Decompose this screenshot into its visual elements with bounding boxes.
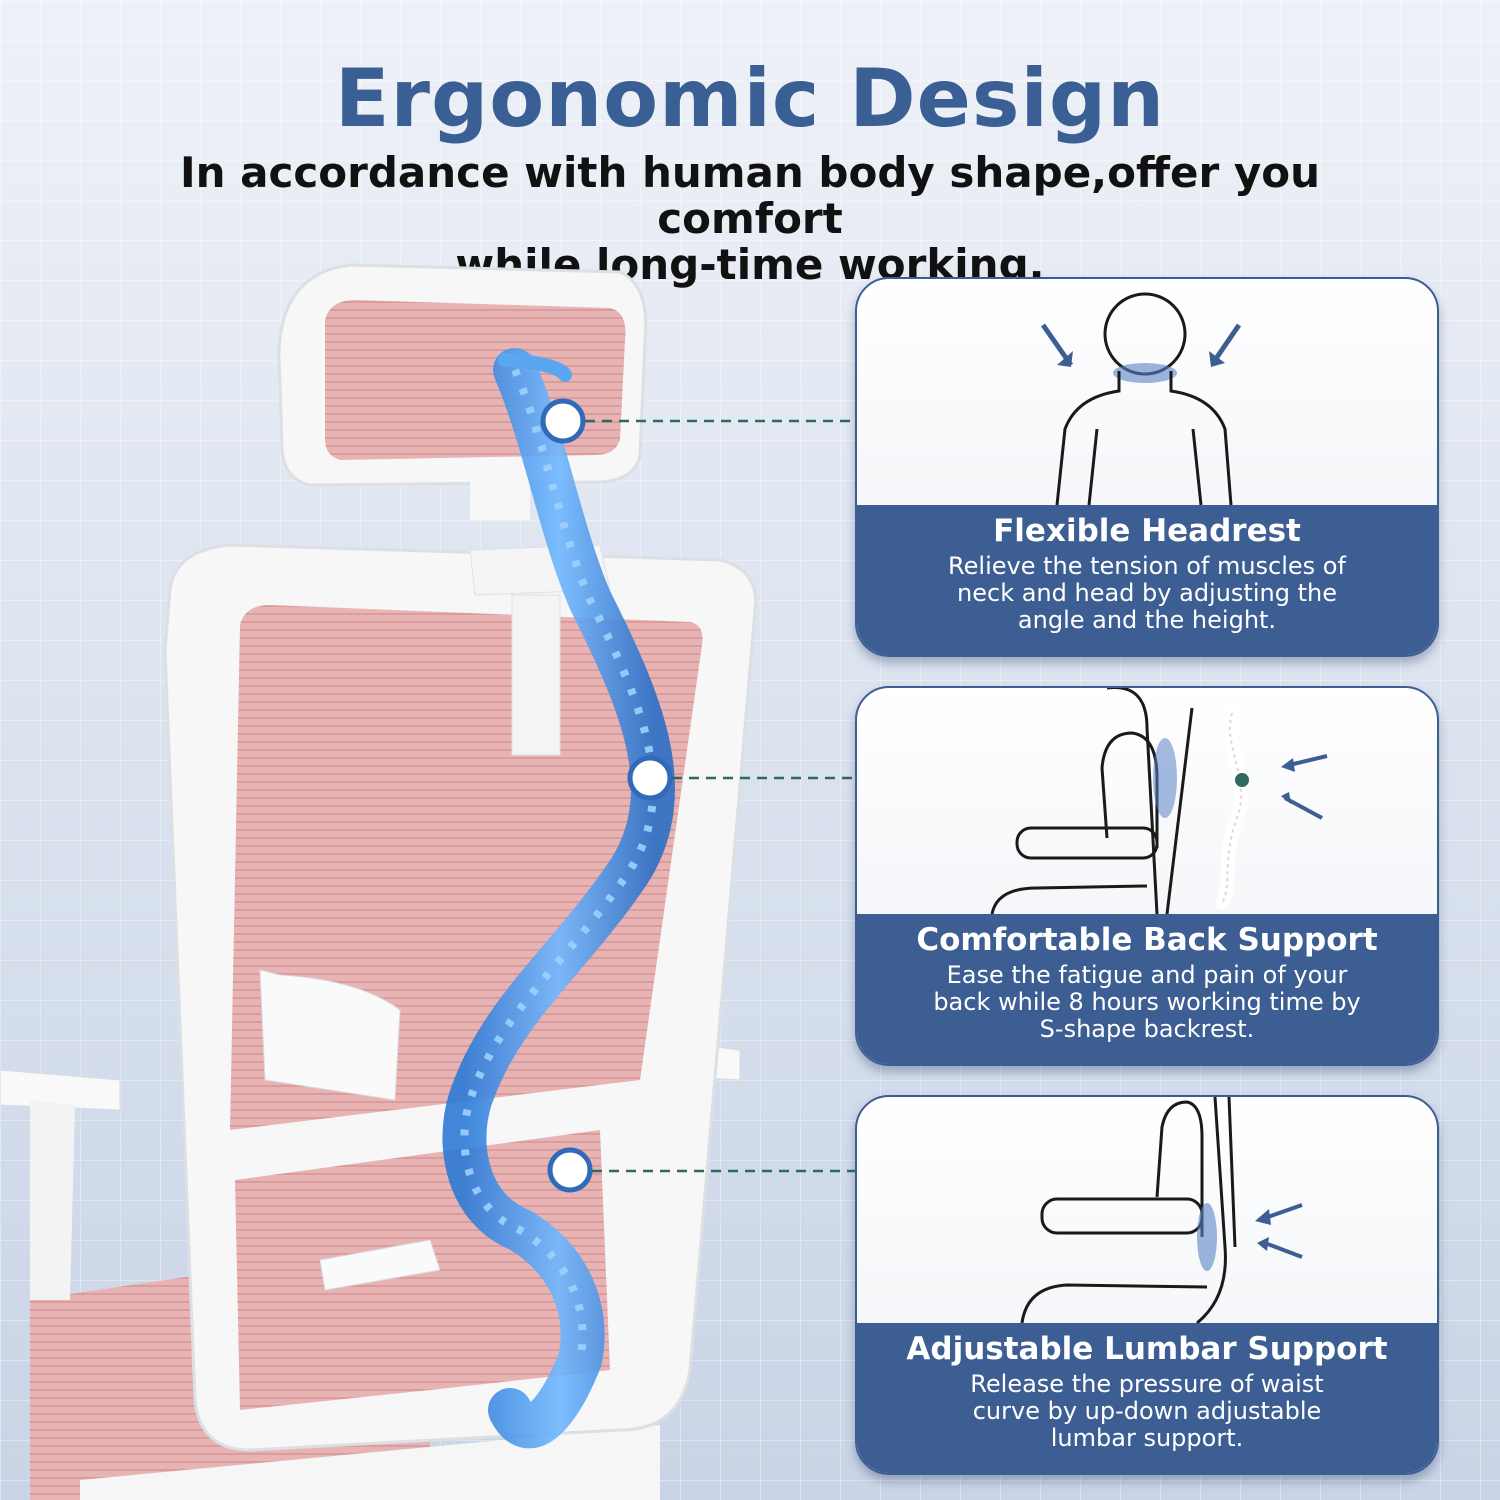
feature-card-lumbar: Adjustable Lumbar Support Release the pr… [855,1095,1439,1475]
lumbar-icon [1020,1097,1303,1323]
desc-line: Ease the fatigue and pain of your [946,961,1348,989]
desc-line: S-shape backrest. [1039,1015,1255,1043]
backrest-icon [990,688,1328,914]
feature-desc-lumbar: Release the pressure of waist curve by u… [857,1371,1437,1452]
feature-band-lumbar: Adjustable Lumbar Support Release the pr… [857,1323,1437,1473]
feature-desc-back-support: Ease the fatigue and pain of your back w… [857,962,1437,1043]
feature-title-lumbar: Adjustable Lumbar Support [906,1331,1388,1367]
desc-line: curve by up-down adjustable [972,1397,1322,1425]
feature-title-headrest: Flexible Headrest [993,513,1301,549]
connector-lines [585,419,855,1173]
chair-backrest [163,543,758,1452]
desc-line: neck and head by adjusting the [957,579,1337,607]
feature-title-back-support: Comfortable Back Support [916,922,1378,958]
desc-line: Release the pressure of waist [970,1370,1324,1398]
feature-card-headrest: Flexible Headrest Relieve the tension of… [855,277,1439,657]
feature-desc-headrest: Relieve the tension of muscles of neck a… [857,553,1437,634]
desc-line: lumbar support. [1050,1424,1244,1452]
neck-icon [1040,292,1242,505]
chair-spine-illustration [0,263,855,1500]
spine [442,348,675,1449]
desc-line: Relieve the tension of muscles of [948,552,1346,580]
desc-line: back while 8 hours working time by [933,988,1361,1016]
subtitle-line-1: In accordance with human body shape,offe… [180,148,1320,243]
feature-card-back-support: Comfortable Back Support Ease the fatigu… [855,686,1439,1066]
spine-markers [540,398,673,1193]
page-title: Ergonomic Design [334,52,1166,145]
feature-band-back-support: Comfortable Back Support Ease the fatigu… [857,914,1437,1064]
desc-line: angle and the height. [1017,606,1277,634]
feature-band-headrest: Flexible Headrest Relieve the tension of… [857,505,1437,655]
